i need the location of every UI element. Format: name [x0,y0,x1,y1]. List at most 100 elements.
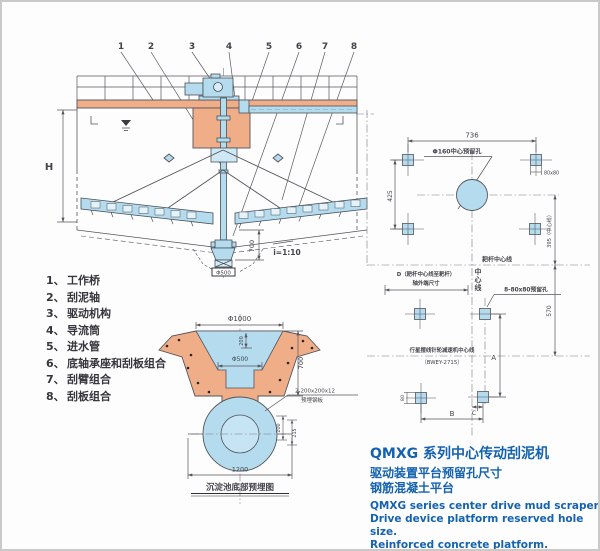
legend-item-2: 2、刮泥轴 [46,290,166,307]
dim-base [187,433,293,479]
callout-8: 8 [351,42,357,52]
title-en-block: QMXG series center drive mud scraper Dri… [370,500,599,551]
legend-num: 6、 [46,356,65,370]
d-note-line2: 轴外端尺寸 [413,279,441,287]
dim-395-label: 395（中心线） [545,212,553,248]
tank-floor [76,229,368,273]
dim-depth-label: 700 [297,357,305,369]
rake-centerline-label: 耙杆中心线 [482,256,512,264]
dim-inner-dia-label: Φ500 [232,356,248,363]
legend-item-8: 8、刮板组合 [46,389,166,406]
dim-570-label: 570 [546,305,553,317]
hub-label: Φ500 [216,271,231,277]
slope-tick [272,240,294,245]
dim-C [471,403,484,411]
dim-base-label: 1200 [232,466,249,474]
scraper-shaft [216,97,231,241]
legend-label: 进水管 [67,340,100,353]
drive-mechanism [184,73,240,101]
legend-num: 1、 [46,274,65,287]
water-level-icon [121,120,131,131]
dim-425 [390,159,402,230]
dim-700-main-label: 700 [248,240,256,252]
dim-700-main [235,229,264,261]
legend-label: 刮泥轴 [67,290,100,304]
hole-size-note: 80x80 [544,171,559,177]
plate-dims [276,415,297,446]
dim-80 [404,392,416,404]
pit-plan-view [191,396,289,472]
callout-4: 4 [226,42,232,52]
legend-label: 工作桥 [67,274,100,287]
plate-note-line1: 2-200x200x12 [295,389,335,395]
dim-step [241,332,252,349]
dim-425-label: 425 [387,190,394,202]
subtitle-en-2: Reinforced concrete platform. [370,539,549,551]
legend-label: 刮臂组合 [67,373,111,386]
foundation-detail-drawing: Φ1000 Φ500 200 700 2-200x200x12 [158,314,358,504]
reducer-centerline-label: 行星摆线针轮减速机中心线 [409,346,475,354]
dim-C-label: C [472,410,476,417]
tie-rods [112,149,334,211]
legend-label: 导流筒 [67,323,100,337]
dim-80-label: 80 [400,395,406,401]
platform-plan-drawing: 736 Φ160中心预留孔 [356,110,590,436]
legend-num: 3、 [46,307,65,320]
vertical-centerline-label: 中心线 [474,268,482,292]
callout-7: 7 [322,42,328,52]
legend-item-3: 3、驱动机构 [46,306,166,323]
main-cross-section-drawing: 1 2 3 4 5 6 7 8 [45,42,368,278]
callout-3: 3 [189,42,195,52]
dim-plate-200-label: 200 [276,423,282,432]
bottom-bearing [210,239,237,268]
dim-depth [284,330,303,397]
dim-step-label: 200 [239,336,245,346]
legend-num: 8、 [46,389,65,403]
callout-5: 5 [266,42,272,52]
legend-item-6: 6、底轴承座和刮板组合 [46,356,166,373]
subtitle-zh-2: 钢筋混凝土平台 [370,481,455,495]
legend-num: 7、 [46,373,65,386]
slope-label: i=1:10 [273,248,301,257]
detail-caption: 沉淀池底部预埋图 [206,482,274,493]
inlet-pipe [238,99,358,114]
dim-A [489,313,506,398]
hub-label-box [211,267,236,277]
legend-label: 刮板组合 [67,389,111,403]
title-block: QMXG 系列中心传动刮泥机 驱动装置平台预留孔尺寸 钢筋混凝土平台 QMXG … [370,446,599,551]
callout-1: 1 [118,42,124,52]
dim-top-dia-label: Φ1000 [228,315,251,323]
diversion-cylinder [210,147,238,163]
title-en: QMXG series center drive mud scraper [370,500,599,512]
pit-cross-section [158,330,321,407]
dim-B-label: B [450,410,455,418]
callout-2: 2 [148,42,154,52]
plate-note: 2-200x200x12 预埋钢板 [264,389,358,412]
plan-centerlines [356,110,559,436]
scraper-blades [90,209,342,229]
hole-size-note-group [530,166,542,175]
title-zh: QMXG 系列中心传动刮泥机 [370,446,549,462]
legend-item-4: 4、导流筒 [46,323,166,340]
legend-num: 4、 [46,323,65,337]
legend-item-7: 7、刮臂组合 [46,372,166,389]
center-hole [456,179,488,211]
subtitle-zh-1: 驱动装置平台预留孔尺寸 [370,466,503,480]
dim-plate-215-label: 215 [292,428,298,437]
legend-num: 2、 [46,290,65,304]
parts-legend: 1、工作桥 2、刮泥轴 3、驱动机构 4、导流筒 5、进水管 6、底轴承座和刮板… [46,273,166,405]
dim-top-dia [195,322,284,329]
d-note-line1: D（耙杆中心线至耙杆） [397,270,455,278]
legend-num: 5、 [46,340,65,353]
dim-A-label: A [491,354,496,362]
callout-numbers: 1 2 3 4 5 6 7 8 [118,42,357,52]
center-hole-note: Φ160中心预留孔 [432,148,482,156]
legend-item-1: 1、工作桥 [46,273,166,290]
plate-note-line2: 预埋钢板 [301,396,324,404]
dim-H-label: H [45,162,53,173]
subtitle-en-1: Drive device platform reserved hole size… [370,513,584,538]
legend-label: 驱动机构 [67,307,111,320]
reducer-model-label: （BWEY-2715） [421,359,462,366]
legend-item-5: 5、进水管 [46,339,166,356]
